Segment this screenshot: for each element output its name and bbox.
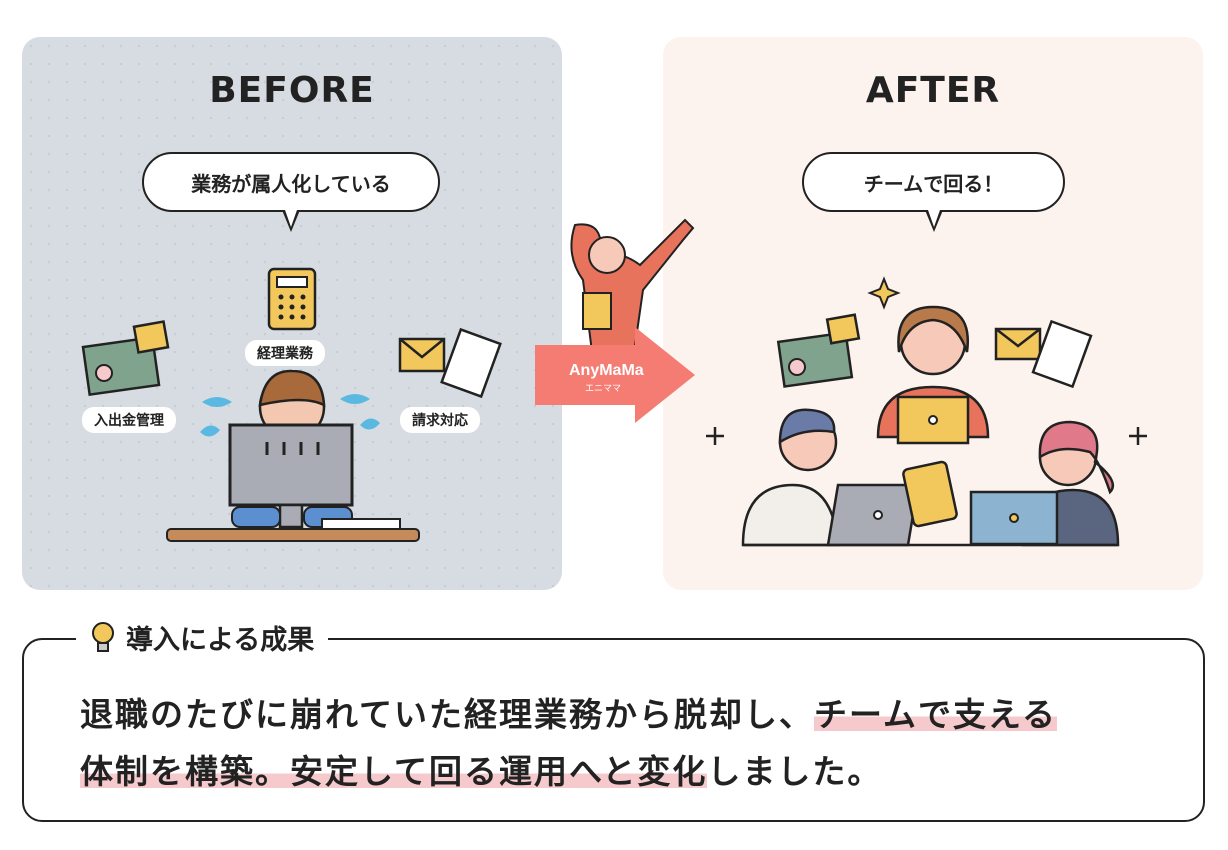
before-panel: BEFORE 業務が属人化している 経理業務 入出金管理 請求対応: [22, 37, 562, 590]
arrow-shape: [535, 327, 695, 423]
lightbulb-icon: [92, 621, 114, 652]
result-line-1: 退職のたびに崩れていた経理業務から脱却し、チームで支える: [80, 695, 1058, 734]
after-title: AFTER: [865, 70, 1001, 111]
result-box: 導入による成果 退職のたびに崩れていた経理業務から脱却し、チームで支える 体制を…: [22, 618, 1205, 822]
after-speech-bubble: チームで回る！: [802, 152, 1065, 232]
result-heading: 導入による成果: [126, 625, 315, 656]
after-panel: AFTER チームで回る！: [663, 37, 1203, 590]
label-billing: 請求対応: [400, 407, 480, 433]
team-illustration: [706, 276, 1147, 547]
svg-text:エニママ: エニママ: [585, 384, 621, 394]
stressed-worker-illustration: [81, 267, 502, 542]
before-title: BEFORE: [209, 70, 375, 111]
result-line-2: 体制を構築。安定して回る運用へと変化しました。: [80, 752, 883, 791]
label-cash-management: 入出金管理: [82, 407, 176, 433]
transition-arrow: AnyMaMa エニママ: [535, 218, 695, 423]
anymama-logo: AnyMaMa: [569, 362, 644, 379]
label-accounting: 経理業務: [245, 340, 325, 366]
before-speech-bubble: 業務が属人化している: [142, 152, 440, 232]
